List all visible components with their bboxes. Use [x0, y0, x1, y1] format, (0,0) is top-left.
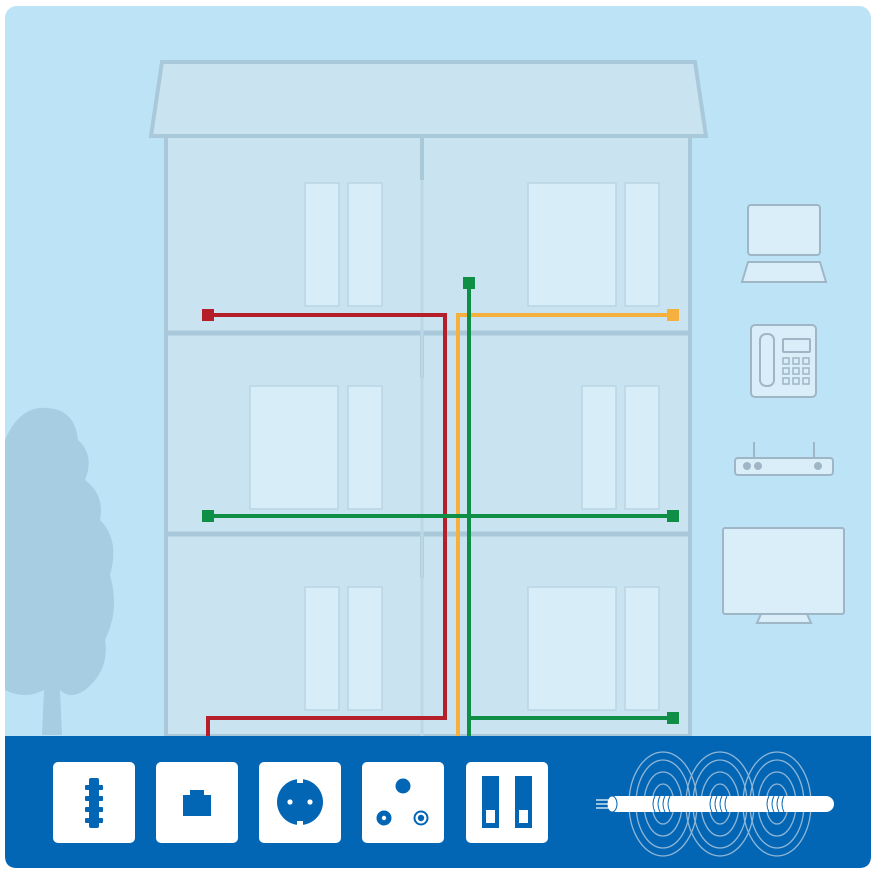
connector-tiles	[53, 762, 548, 843]
telephone-icon	[750, 324, 817, 398]
window	[527, 182, 617, 307]
window	[347, 385, 383, 510]
tv-monitor-icon	[722, 527, 845, 624]
window	[624, 586, 660, 711]
endpoint-green	[667, 712, 679, 724]
endpoint-green	[667, 510, 679, 522]
tv-sat-socket-icon	[362, 762, 444, 843]
window	[304, 182, 340, 307]
dual-data-socket-icon	[466, 762, 548, 843]
endpoint-green	[463, 277, 475, 289]
window	[624, 385, 660, 510]
endpoint-red	[202, 309, 214, 321]
shielded-cable-icon	[596, 751, 834, 857]
roof	[148, 60, 709, 138]
window	[347, 586, 383, 711]
building	[148, 60, 709, 738]
cable-orange	[456, 313, 673, 736]
window	[581, 385, 617, 510]
laptop-icon	[740, 204, 828, 283]
window	[304, 586, 340, 711]
window	[249, 385, 339, 510]
endpoint-green	[202, 510, 214, 522]
cable-lines	[206, 283, 673, 736]
coax-connector-icon	[53, 762, 135, 843]
tree-silhouette	[5, 407, 114, 735]
endpoint-orange	[667, 309, 679, 321]
devices	[722, 204, 845, 624]
window	[347, 182, 383, 307]
cable-endpoints	[202, 277, 679, 724]
window	[624, 182, 660, 307]
power-outlet-icon	[259, 762, 341, 843]
cable-red	[206, 313, 447, 736]
router-icon	[734, 442, 834, 476]
window	[527, 586, 617, 711]
ethernet-port-icon	[156, 762, 238, 843]
